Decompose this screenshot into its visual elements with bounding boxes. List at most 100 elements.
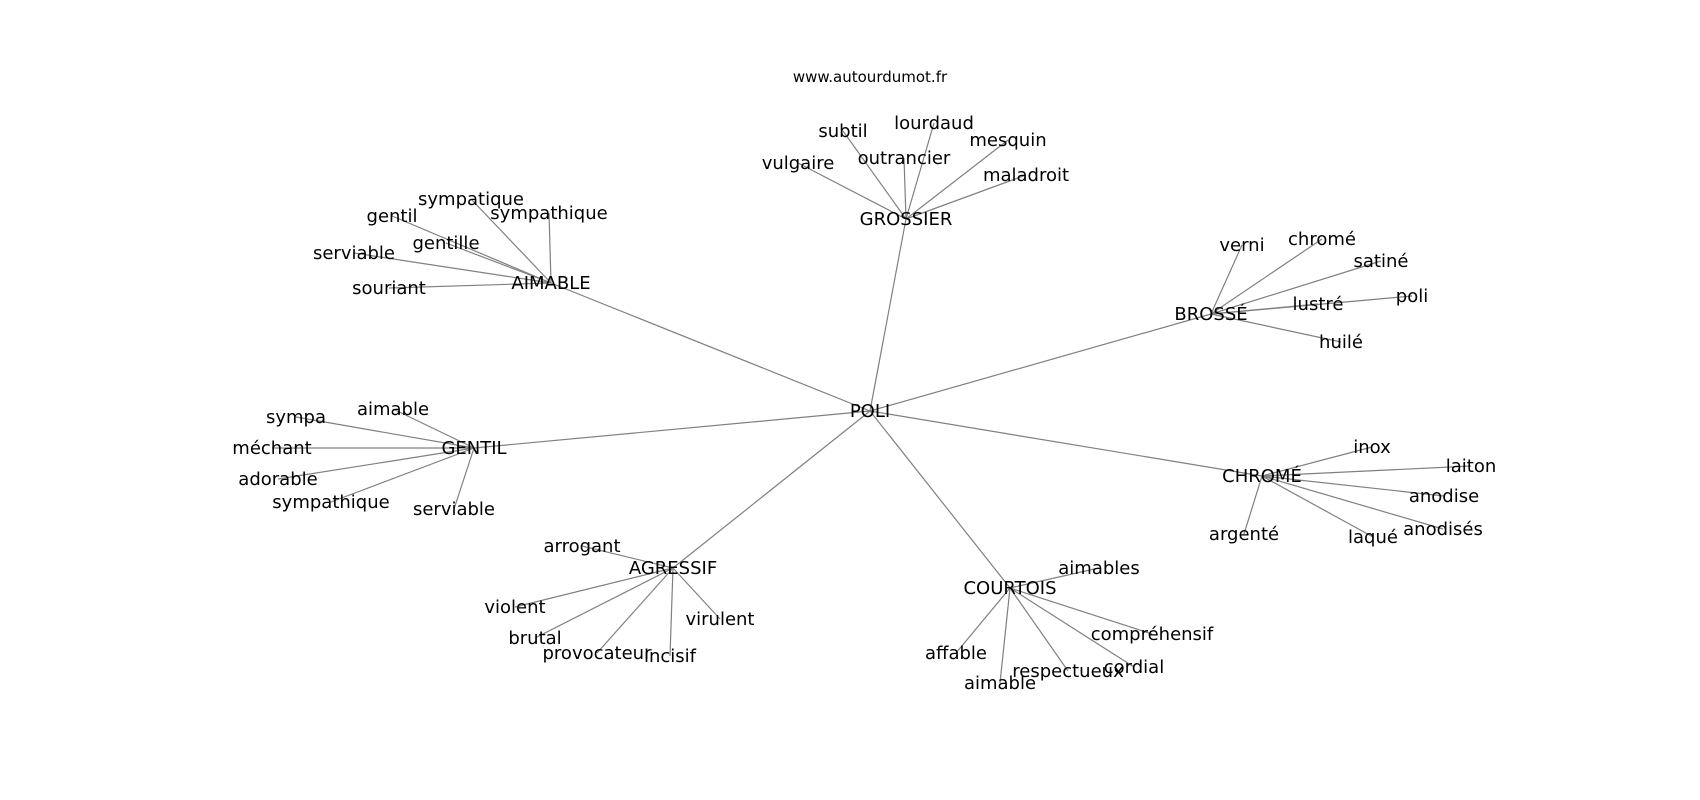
edge-agressif-leaf-0: [581, 545, 674, 569]
edge-poli-brosse: [869, 313, 1212, 412]
edge-chrome-leaf-2: [1261, 475, 1445, 497]
node-hub-brosse[interactable]: BROSSÉ: [1174, 303, 1247, 325]
node-leaf-grossier-5[interactable]: maladroit: [983, 165, 1069, 186]
node-leaf-chrome-1[interactable]: laiton: [1446, 456, 1497, 477]
edge-grossier-leaf-1: [842, 130, 907, 220]
node-leaf-courtois-0[interactable]: aimables: [1058, 558, 1139, 579]
node-leaf-aimable-5[interactable]: souriant: [352, 278, 426, 299]
node-leaf-brosse-2[interactable]: satiné: [1354, 251, 1409, 272]
edge-gentil-leaf-4: [330, 447, 475, 503]
edge-poli-chrome: [869, 410, 1263, 477]
edge-agressif-leaf-5: [672, 567, 721, 620]
node-hub-aimable[interactable]: AIMABLE: [511, 273, 590, 294]
edge-poli-grossier: [869, 218, 907, 412]
edge-courtois-leaf-0: [1009, 567, 1100, 589]
node-leaf-grossier-2[interactable]: outrancier: [858, 148, 951, 169]
node-leaf-chrome-2[interactable]: anodise: [1409, 486, 1479, 507]
node-hub-courtois[interactable]: COURTOIS: [963, 578, 1056, 599]
node-leaf-grossier-4[interactable]: mesquin: [969, 130, 1046, 151]
edge-grossier-leaf-0: [797, 162, 907, 220]
node-root-poli[interactable]: POLI: [850, 401, 890, 422]
edge-aimable-leaf-4: [353, 252, 552, 284]
edge-grossier-leaf-4: [905, 139, 1009, 220]
edge-aimable-leaf-5: [388, 282, 552, 289]
node-leaf-courtois-1[interactable]: compréhensif: [1091, 624, 1214, 645]
node-leaf-gentil-1[interactable]: aimable: [357, 399, 429, 420]
node-leaf-gentil-2[interactable]: méchant: [232, 438, 311, 459]
edge-poli-agressif: [672, 410, 871, 569]
node-leaf-aimable-0[interactable]: gentil: [367, 206, 418, 227]
node-hub-chrome[interactable]: CHROMÉ: [1222, 465, 1302, 487]
node-leaf-aimable-4[interactable]: serviable: [313, 243, 395, 264]
node-leaf-aimable-3[interactable]: gentille: [412, 233, 479, 254]
node-leaf-gentil-0[interactable]: sympa: [266, 407, 326, 428]
node-leaf-chrome-4[interactable]: laqué: [1348, 527, 1398, 548]
edge-chrome-leaf-5: [1243, 475, 1263, 535]
node-leaf-brosse-5[interactable]: huilé: [1319, 332, 1363, 353]
node-leaf-brosse-4[interactable]: poli: [1396, 286, 1428, 307]
edge-chrome-leaf-4: [1261, 475, 1374, 538]
node-leaf-courtois-5[interactable]: affable: [925, 643, 987, 664]
node-leaf-agressif-1[interactable]: violent: [484, 597, 545, 618]
node-leaf-grossier-1[interactable]: subtil: [818, 121, 867, 142]
label-layer: POLI GROSSIER vulgaire subtil outrancier lour…: [232, 113, 1496, 694]
node-leaf-aimable-2[interactable]: sympathique: [490, 203, 607, 224]
node-leaf-chrome-5[interactable]: argenté: [1209, 524, 1279, 545]
edge-chrome-leaf-3: [1261, 475, 1444, 530]
edge-brosse-leaf-0: [1210, 244, 1243, 315]
edge-courtois-leaf-2: [1009, 587, 1135, 668]
edge-grossier-leaf-5: [905, 174, 1027, 220]
node-leaf-gentil-4[interactable]: sympathique: [272, 492, 389, 513]
node-leaf-chrome-0[interactable]: inox: [1353, 437, 1391, 458]
node-leaf-brosse-1[interactable]: chromé: [1288, 229, 1356, 250]
edge-brosse-leaf-1: [1210, 238, 1323, 315]
node-leaf-grossier-3[interactable]: lourdaud: [894, 113, 974, 134]
edge-poli-courtois: [869, 410, 1011, 589]
edge-courtois-leaf-4: [999, 587, 1011, 684]
edge-gentil-leaf-0: [295, 416, 475, 449]
edge-aimable-leaf-1: [470, 198, 552, 284]
node-leaf-agressif-2[interactable]: brutal: [508, 628, 561, 649]
edge-brosse-leaf-4: [1210, 295, 1413, 315]
edge-agressif-leaf-3: [596, 567, 674, 654]
edge-courtois-leaf-1: [1009, 587, 1153, 635]
node-leaf-chrome-3[interactable]: anodisés: [1403, 519, 1483, 540]
edge-aimable-leaf-0: [391, 215, 552, 284]
edge-chrome-leaf-0: [1261, 446, 1373, 477]
node-leaf-brosse-3[interactable]: lustré: [1293, 294, 1344, 315]
edge-poli-aimable: [550, 282, 871, 412]
node-leaf-courtois-2[interactable]: cordial: [1104, 657, 1164, 678]
edge-agressif-leaf-4: [669, 567, 674, 657]
edge-agressif-leaf-2: [534, 567, 674, 639]
edge-aimable-leaf-3: [445, 242, 552, 284]
node-leaf-courtois-3[interactable]: respectueux: [1012, 661, 1124, 682]
edge-courtois-leaf-5: [955, 587, 1011, 654]
node-leaf-brosse-0[interactable]: verni: [1219, 235, 1264, 256]
edge-grossier-leaf-3: [905, 122, 935, 220]
node-leaf-agressif-0[interactable]: arrogant: [543, 536, 620, 557]
node-leaf-gentil-5[interactable]: serviable: [413, 499, 495, 520]
edge-layer: [272, 122, 1472, 684]
edge-courtois-leaf-3: [1009, 587, 1069, 672]
edge-agressif-leaf-1: [514, 567, 674, 608]
node-leaf-gentil-3[interactable]: adorable: [238, 469, 317, 490]
node-leaf-agressif-3[interactable]: provocateur: [543, 643, 653, 664]
site-url: www.autourdumot.fr: [793, 68, 948, 86]
edge-grossier-leaf-2: [903, 157, 907, 220]
node-leaf-aimable-1[interactable]: sympatique: [418, 189, 524, 210]
edge-gentil-leaf-1: [392, 408, 475, 449]
node-leaf-agressif-5[interactable]: virulent: [685, 609, 754, 630]
node-leaf-agressif-4[interactable]: incisif: [644, 646, 697, 667]
node-hub-grossier[interactable]: GROSSIER: [860, 209, 953, 230]
edge-brosse-leaf-2: [1210, 260, 1382, 315]
node-leaf-grossier-0[interactable]: vulgaire: [762, 153, 835, 174]
edge-poli-gentil: [473, 410, 871, 449]
node-hub-gentil[interactable]: GENTIL: [441, 438, 506, 459]
edge-brosse-leaf-5: [1210, 313, 1342, 343]
node-leaf-courtois-4[interactable]: aimable: [964, 673, 1036, 694]
edge-chrome-leaf-1: [1261, 465, 1472, 477]
edge-aimable-leaf-2: [548, 212, 552, 284]
node-hub-agressif[interactable]: AGRESSIF: [629, 558, 717, 579]
edge-gentil-leaf-3: [277, 447, 475, 480]
